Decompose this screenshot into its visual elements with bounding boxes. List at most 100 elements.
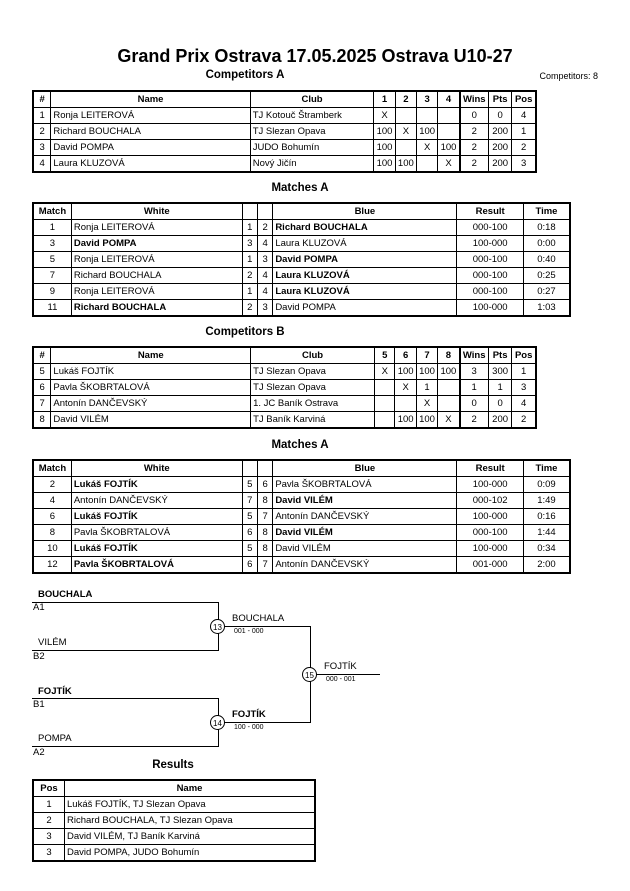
- bracket-line: [218, 722, 311, 723]
- table-cell: 8: [256, 540, 274, 557]
- table-cell: 3: [256, 299, 274, 317]
- table-cell: 9: [32, 283, 72, 300]
- results-heading: Results: [152, 759, 194, 771]
- bracket-s2-top-seed: B1: [33, 699, 45, 710]
- table-cell: 000-100: [456, 283, 524, 300]
- bracket-m13-score: 001 - 000: [234, 628, 264, 635]
- table-cell: David POMPA: [50, 139, 251, 156]
- match-15-marker: 15: [302, 667, 317, 682]
- bracket-m14-score: 100 - 000: [234, 724, 264, 731]
- bracket-s2-top-name: FOJTÍK: [38, 686, 72, 697]
- col-header: Wins: [458, 90, 489, 108]
- competitors-a-heading: Competitors A: [205, 69, 285, 81]
- bracket-m15-score: 000 - 001: [326, 676, 356, 683]
- table-cell: 4: [511, 395, 537, 412]
- bracket-m14-winner: FOJTÍK: [232, 709, 266, 720]
- bracket-line: [32, 602, 218, 603]
- bracket-line: [32, 650, 218, 651]
- table-cell: 2: [458, 155, 489, 173]
- table-cell: 0: [458, 107, 489, 124]
- competitors-b-heading: Competitors B: [205, 326, 285, 338]
- table-cell: TJ Baník Karviná: [250, 411, 375, 429]
- matches-b-heading: Matches A: [271, 439, 329, 451]
- bracket-s1-bot-seed: B2: [33, 651, 45, 662]
- table-cell: Laura KLUZOVÁ: [50, 155, 251, 173]
- table-cell: 3: [458, 363, 489, 380]
- table-cell: Richard BOUCHALA, TJ Slezan Opava: [64, 812, 316, 829]
- col-header: Pos: [32, 779, 65, 797]
- bracket-m13-winner: BOUCHALA: [232, 613, 285, 624]
- table-header-row: Pos Name: [32, 779, 316, 797]
- matches-a-heading: Matches A: [271, 182, 329, 194]
- table-cell: Antonín DANČEVSKÝ: [272, 556, 458, 574]
- table-cell: 200: [487, 155, 513, 173]
- table-cell: 2: [458, 139, 489, 156]
- table-cell: 100: [373, 139, 396, 156]
- table-cell: 100-000: [456, 540, 524, 557]
- table-cell: 4: [256, 283, 274, 300]
- table-cell: David POMPA, JUDO Bohumín: [64, 844, 316, 862]
- table-cell: [373, 395, 396, 412]
- bracket-s1-bot-name: VILÉM: [38, 637, 67, 648]
- bracket-s1-top-name: BOUCHALA: [38, 589, 93, 600]
- col-header: Name: [64, 779, 316, 797]
- table-cell: [373, 411, 396, 429]
- page-title: Grand Prix Ostrava 17.05.2025 Ostrava U1…: [117, 46, 513, 66]
- bracket-line: [32, 698, 218, 699]
- table-cell: 2: [32, 476, 72, 493]
- table-cell: 0:27: [522, 283, 571, 300]
- table-cell: 3: [32, 844, 65, 862]
- table-cell: 2: [458, 411, 489, 429]
- table-cell: 1:03: [522, 299, 571, 317]
- table-cell: X: [373, 363, 396, 380]
- table-header-row: Match White Blue Result Time: [32, 202, 571, 220]
- table-cell: Antonín DANČEVSKÝ: [50, 395, 252, 412]
- table-cell: 100: [415, 411, 439, 429]
- table-cell: Pavla ŠKOBRTALOVÁ: [70, 556, 243, 574]
- table-cell: [416, 155, 439, 173]
- table-cell: 0: [458, 395, 489, 412]
- bracket-line: [218, 626, 311, 627]
- table-cell: 7: [256, 556, 274, 574]
- table-cell: 2:00: [522, 556, 571, 574]
- table-cell: Ronja LEITEROVÁ: [70, 283, 243, 300]
- table-cell: X: [416, 139, 439, 156]
- table-cell: 10: [32, 540, 72, 557]
- table-cell: 3: [511, 155, 537, 173]
- table-cell: 100-000: [456, 299, 524, 317]
- match-14-marker: 14: [210, 715, 225, 730]
- bracket-m15-winner: FOJTÍK: [324, 661, 357, 672]
- table-cell: X: [415, 395, 439, 412]
- match-13-marker: 13: [210, 619, 225, 634]
- competitors-count: Competitors: 8: [539, 71, 598, 81]
- table-cell: 0:34: [522, 540, 571, 557]
- table-cell: David VILÉM, TJ Baník Karviná: [64, 828, 316, 845]
- table-cell: 7: [32, 267, 72, 284]
- table-cell: 1: [32, 796, 65, 813]
- table-cell: 0: [487, 395, 513, 412]
- table-cell: Lukáš FOJTÍK, TJ Slezan Opava: [64, 796, 316, 813]
- table-cell: 2: [511, 411, 537, 429]
- bracket-s1-top-seed: A1: [33, 602, 45, 613]
- table-cell: 2: [511, 139, 537, 156]
- table-cell: 11: [32, 299, 72, 317]
